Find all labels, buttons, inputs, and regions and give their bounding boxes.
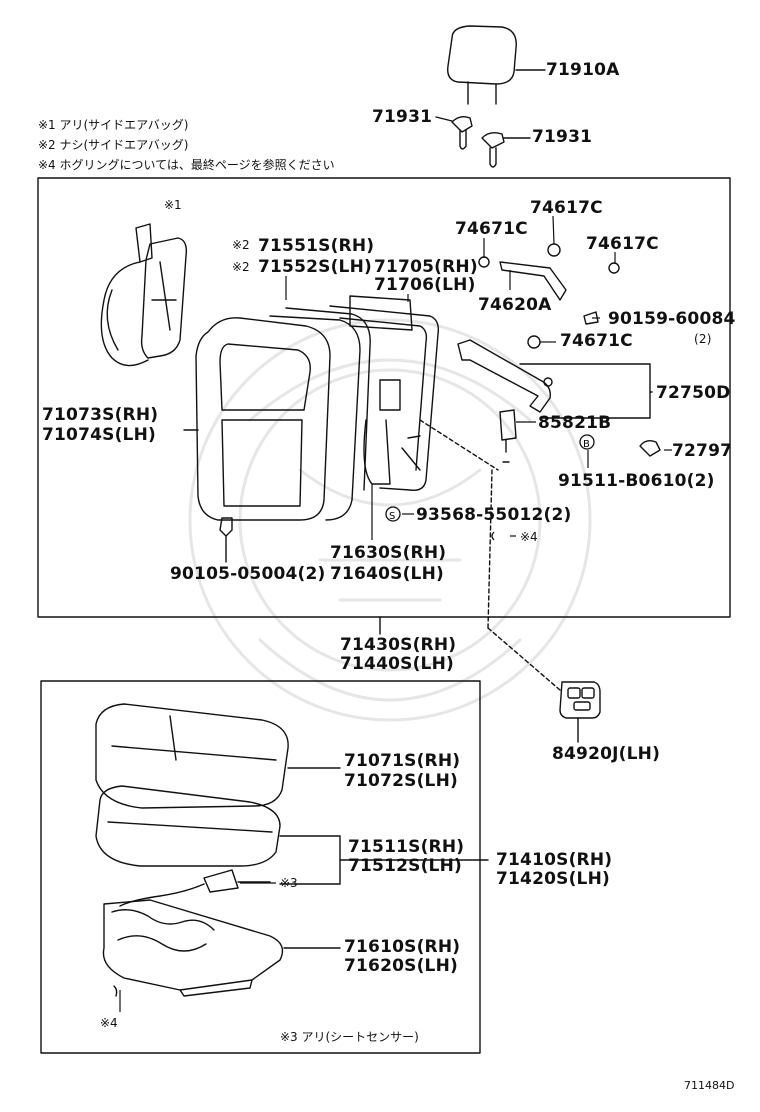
headrest-support-left xyxy=(435,115,473,150)
part-71706: 71706(LH) xyxy=(374,275,476,295)
part-84920J: 84920J(LH) xyxy=(552,744,661,764)
part-74617C-right: 74617C xyxy=(586,234,659,254)
symbol-s-circle xyxy=(385,506,401,522)
seat-sensor xyxy=(119,869,271,907)
seat-cushion-pad xyxy=(95,785,489,885)
part-90159-qty: (2) xyxy=(694,332,712,346)
part-74671C-bottom: 74671C xyxy=(560,331,633,351)
part-71705: 71705(RH) xyxy=(374,257,478,277)
seat-cushion-box xyxy=(40,680,481,1054)
part-71074S: 71074S(LH) xyxy=(42,425,156,445)
part-90159-60084: 90159-60084 xyxy=(608,309,736,329)
seatback-cover xyxy=(183,307,371,521)
seat-cushion-frame xyxy=(102,899,341,997)
part-71610S: 71610S(RH) xyxy=(344,937,461,957)
part-71430S: 71430S(RH) xyxy=(340,635,457,655)
part-91511-B0610: 91511-B0610(2) xyxy=(558,471,715,491)
mark-2b: ※2 xyxy=(232,260,250,274)
headrest xyxy=(447,25,546,105)
part-71073S: 71073S(RH) xyxy=(42,405,159,425)
part-71910A: 71910A xyxy=(546,60,620,80)
note-seat-sensor: ※3 アリ(シートセンサー) xyxy=(280,1030,419,1044)
power-seat-switch xyxy=(559,681,601,743)
part-74671C-top: 74671C xyxy=(455,219,528,239)
bracket-72750D xyxy=(457,339,653,463)
mark-3: ※3 xyxy=(280,876,298,890)
part-71512S: 71512S(LH) xyxy=(348,856,462,876)
part-71420S: 71420S(LH) xyxy=(496,869,610,889)
note-hog-ring: ※4 ホグリングについては、最終ページを参照ください xyxy=(38,158,335,172)
diagram-id: 711484D xyxy=(684,1079,735,1092)
mark-2a: ※2 xyxy=(232,238,250,252)
side-airbag xyxy=(100,223,188,367)
part-71620S: 71620S(LH) xyxy=(344,956,458,976)
part-71072S: 71072S(LH) xyxy=(344,771,458,791)
part-71931-right: 71931 xyxy=(532,127,593,147)
note-airbag-absent: ※2 ナシ(サイドエアバッグ) xyxy=(38,138,189,152)
part-71630S: 71630S(RH) xyxy=(330,543,447,563)
part-74617C-top: 74617C xyxy=(530,198,603,218)
part-71640S: 71640S(LH) xyxy=(330,564,444,584)
part-90105-05004: 90105-05004(2) xyxy=(170,564,326,584)
mark-4a: ※4 xyxy=(520,530,538,544)
seatback-frame xyxy=(329,295,440,491)
note-airbag-present: ※1 アリ(サイドエアバッグ) xyxy=(38,118,189,132)
symbol-b: B xyxy=(583,439,590,450)
clip-72797 xyxy=(639,439,661,457)
seat-back-box xyxy=(37,177,731,618)
part-71440S: 71440S(LH) xyxy=(340,654,454,674)
headrest-support-right xyxy=(481,131,531,168)
symbol-b-circle xyxy=(579,434,595,450)
seat-cushion-cover xyxy=(95,703,341,809)
part-72797: 72797 xyxy=(672,441,733,461)
dashed-leaders xyxy=(419,419,561,691)
part-93568-55012: 93568-55012(2) xyxy=(416,505,572,525)
part-71511S: 71511S(RH) xyxy=(348,837,465,857)
part-71071S: 71071S(RH) xyxy=(344,751,461,771)
bolt-90105 xyxy=(219,517,233,537)
part-71552S: 71552S(LH) xyxy=(258,257,372,277)
part-71410S: 71410S(RH) xyxy=(496,850,613,870)
mark-1: ※1 xyxy=(164,198,182,212)
watermark-emblem xyxy=(188,318,592,722)
mark-4b: ※4 xyxy=(100,1016,118,1030)
symbol-s: S xyxy=(389,511,395,522)
part-71551S: 71551S(RH) xyxy=(258,236,375,256)
part-74620A: 74620A xyxy=(478,295,552,315)
part-72750D: 72750D xyxy=(656,383,731,403)
part-71931-left: 71931 xyxy=(372,107,433,127)
part-85821B: 85821B xyxy=(538,413,612,433)
